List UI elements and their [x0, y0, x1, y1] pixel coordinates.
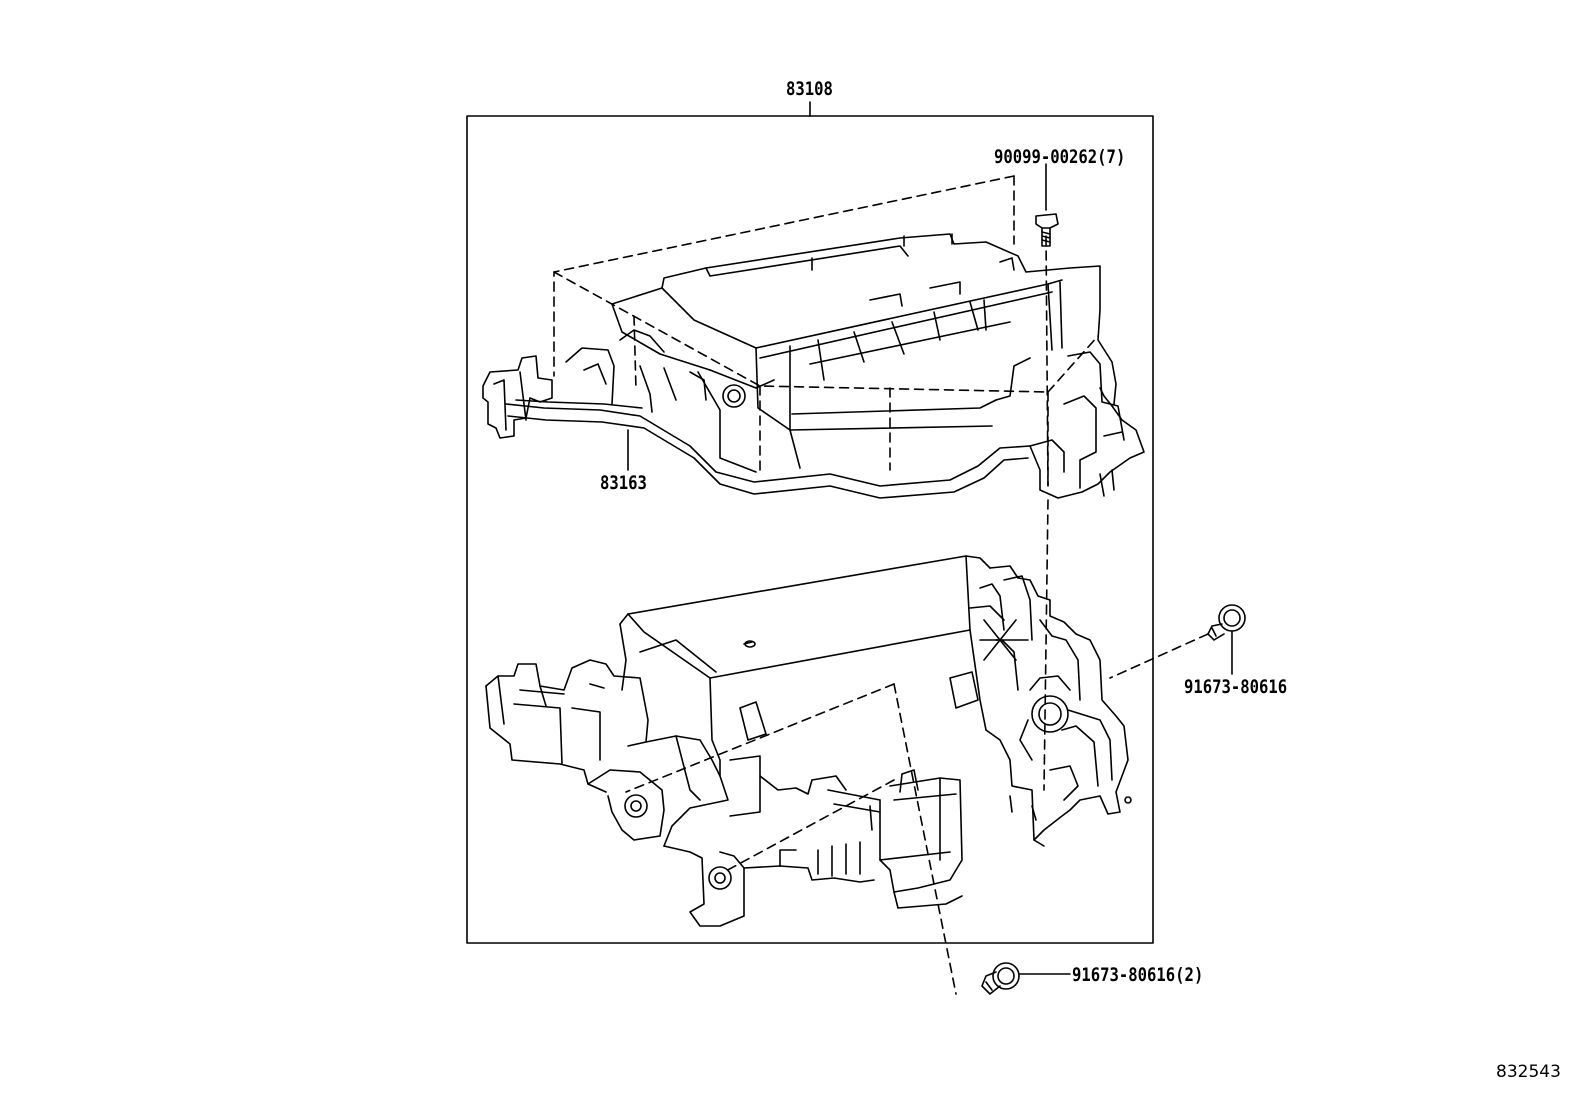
callout-upper-cover: 83163 — [600, 472, 647, 494]
diagram-reference-number: 832543 — [1496, 1062, 1561, 1082]
callout-screw-top: 90099-00262(7) — [994, 146, 1126, 168]
callout-assembly: 83108 — [786, 78, 833, 100]
callout-screw-bottom: 91673-80616(2) — [1072, 964, 1204, 986]
upper-cover-part — [482, 233, 1145, 499]
leader-lines — [627, 163, 1233, 975]
bolt-icon-bottom — [981, 962, 1020, 995]
dashed-centerlines — [553, 175, 1209, 995]
bolt-icon-side — [1207, 604, 1246, 641]
lower-housing-part — [485, 555, 1132, 927]
callout-screw-side: 91673-80616 — [1184, 676, 1288, 698]
screw-icon-top — [1035, 213, 1059, 247]
